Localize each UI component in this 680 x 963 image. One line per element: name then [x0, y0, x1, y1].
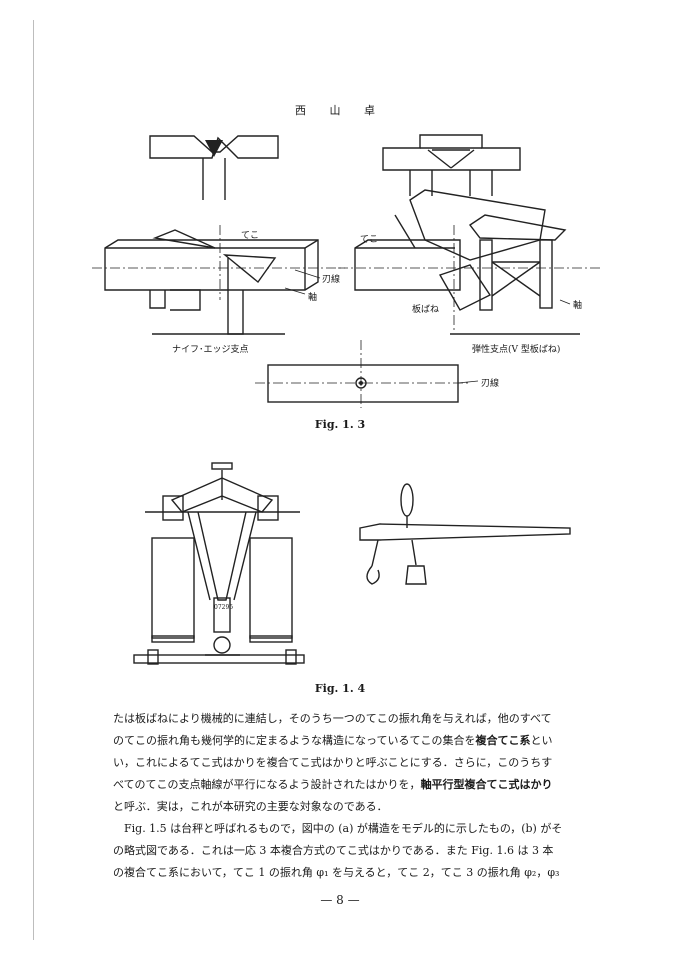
- edge-label-plan: 刃線: [481, 379, 500, 389]
- page-number: — 8 —: [320, 893, 360, 907]
- knife-edge-caption: ナイフ･エッジ支点: [172, 345, 249, 355]
- term-composite-lever-system: 複合てこ系: [475, 734, 531, 747]
- term-parallel-axis-scale: 軸平行型複合てこ式はかり: [420, 778, 553, 791]
- elastic-fulcrum-caption: 弾性支点(V 型板ばね): [472, 345, 561, 355]
- line-1: たは板ばねにより機械的に連結し，そのうち一つのてこの振れ角を与えれば，他のすべて: [113, 712, 552, 725]
- edge-label-left: 刃線: [322, 275, 341, 285]
- line-6: Fig. 1.5 は台秤と呼ばれるもので，図中の (a) が構造をモデル的に示し…: [124, 822, 563, 835]
- line-2: のてこの振れ角も幾何学的に定まるような構造になっているてこの集合を複合てこ系とい: [113, 734, 553, 747]
- edge-plan-view: [255, 340, 479, 408]
- line-4: べてのてこの支点軸線が平行になるよう設計されたはかりを，軸平行型複合てこ式はかり: [113, 778, 553, 791]
- line-8: の複合てこ系において，てこ 1 の振れ角 φ₁ を与えると，てこ 2，てこ 3 …: [113, 866, 560, 879]
- margin-rule: [33, 20, 34, 940]
- lever-label-right: てこ: [360, 235, 379, 245]
- line-3: い，これによるてこ式はかりを複合てこ式はかりと呼ぶことにする．さらに，このうちす: [113, 756, 553, 769]
- lever-label-left: てこ: [241, 231, 260, 241]
- shaft-label-left: 軸: [308, 293, 318, 303]
- line-5: と呼ぶ．実は，これが本研究の主要な対象なのである．: [113, 800, 388, 813]
- fig-1-3-caption: Fig. 1. 3: [314, 418, 366, 431]
- balance-drawing: [133, 462, 305, 665]
- knife-edge-perspective: [92, 225, 345, 335]
- shaft-label-right: 軸: [573, 301, 583, 311]
- spring-label: 板ばね: [412, 305, 440, 315]
- steelyard-drawing: [359, 483, 571, 585]
- elastic-fulcrum-perspective: [338, 189, 600, 335]
- v-spring-section: [382, 134, 521, 196]
- fig-1-4-caption: Fig. 1. 4: [314, 682, 366, 695]
- author-name: 西 山 卓: [295, 104, 385, 117]
- body-text: たは板ばねにより機械的に連結し，そのうち一つのてこの振れ角を与えれば，他のすべて…: [113, 708, 583, 884]
- balance-counter: 07295: [214, 604, 234, 611]
- knife-edge-section: [149, 135, 279, 200]
- line-7: の略式図である．これは一応 3 本複合方式のてこ式はかりである．また Fig. …: [113, 844, 554, 857]
